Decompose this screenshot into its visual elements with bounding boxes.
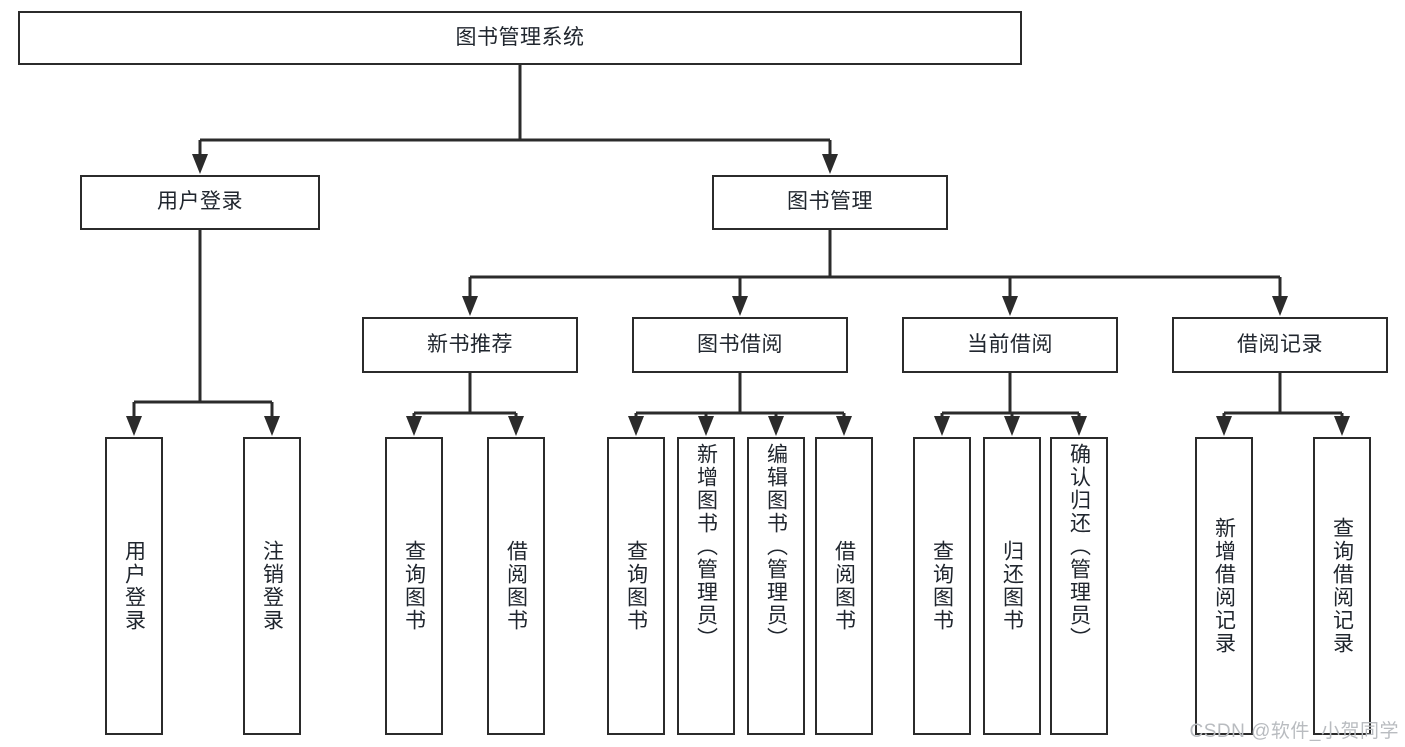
- node-book-borrow[interactable]: 图书借阅: [632, 317, 848, 373]
- node-leaf-borrow-book-recommend[interactable]: 借阅图书: [487, 437, 545, 735]
- node-leaf-return-book-label: 归还图书: [1000, 540, 1024, 632]
- node-leaf-query-book-recommend[interactable]: 查询图书: [385, 437, 443, 735]
- leaf-content: 借阅图书: [817, 439, 871, 733]
- node-leaf-confirm-return-admin[interactable]: 确认归还（管理员）: [1050, 437, 1108, 735]
- node-leaf-logout-label: 注销登录: [260, 540, 284, 632]
- node-leaf-query-borrow-record[interactable]: 查询借阅记录: [1313, 437, 1371, 735]
- leaf-content: 归还图书: [985, 439, 1039, 733]
- node-leaf-query-book-borrow[interactable]: 查询图书: [607, 437, 665, 735]
- node-leaf-edit-book-admin-label: 编辑图书（管理员）: [764, 443, 788, 650]
- node-user-login[interactable]: 用户登录: [80, 175, 320, 230]
- node-leaf-add-borrow-record[interactable]: 新增借阅记录: [1195, 437, 1253, 735]
- node-leaf-user-login-label: 用户登录: [122, 540, 146, 632]
- leaf-content: 借阅图书: [489, 439, 543, 733]
- node-current-borrow-label: 当前借阅: [967, 332, 1053, 356]
- node-leaf-add-book-admin[interactable]: 新增图书（管理员）: [677, 437, 735, 735]
- leaf-content: 确认归还（管理员）: [1052, 439, 1106, 733]
- leaf-content: 用户登录: [107, 439, 161, 733]
- node-leaf-add-borrow-record-label: 新增借阅记录: [1212, 517, 1236, 655]
- leaf-content: 注销登录: [245, 439, 299, 733]
- node-leaf-add-book-admin-label: 新增图书（管理员）: [694, 443, 718, 650]
- leaf-content: 编辑图书（管理员）: [749, 439, 803, 733]
- node-leaf-return-book[interactable]: 归还图书: [983, 437, 1041, 735]
- leaf-content: 查询图书: [387, 439, 441, 733]
- node-leaf-query-book-current[interactable]: 查询图书: [913, 437, 971, 735]
- node-current-borrow[interactable]: 当前借阅: [902, 317, 1118, 373]
- node-leaf-query-book-borrow-label: 查询图书: [624, 540, 648, 632]
- node-borrow-record-label: 借阅记录: [1237, 332, 1323, 356]
- node-user-login-label: 用户登录: [157, 190, 243, 214]
- csdn-watermark: CSDN @软件_小贺同学: [1189, 721, 1399, 742]
- node-leaf-borrow-book-borrow[interactable]: 借阅图书: [815, 437, 873, 735]
- node-root-system[interactable]: 图书管理系统: [18, 11, 1022, 65]
- leaf-content: 查询图书: [915, 439, 969, 733]
- node-leaf-edit-book-admin[interactable]: 编辑图书（管理员）: [747, 437, 805, 735]
- node-book-manage[interactable]: 图书管理: [712, 175, 948, 230]
- node-leaf-logout[interactable]: 注销登录: [243, 437, 301, 735]
- node-leaf-query-borrow-record-label: 查询借阅记录: [1330, 517, 1354, 655]
- leaf-content: 新增借阅记录: [1197, 439, 1251, 733]
- leaf-content: 查询借阅记录: [1315, 439, 1369, 733]
- node-leaf-confirm-return-admin-label: 确认归还（管理员）: [1067, 443, 1091, 650]
- leaf-content: 新增图书（管理员）: [679, 439, 733, 733]
- node-leaf-borrow-book-recommend-label: 借阅图书: [504, 540, 528, 632]
- node-leaf-query-book-current-label: 查询图书: [930, 540, 954, 632]
- node-borrow-record[interactable]: 借阅记录: [1172, 317, 1388, 373]
- node-root-label: 图书管理系统: [455, 25, 585, 49]
- node-new-book-recommend-label: 新书推荐: [427, 332, 513, 356]
- node-new-book-recommend[interactable]: 新书推荐: [362, 317, 578, 373]
- node-leaf-user-login[interactable]: 用户登录: [105, 437, 163, 735]
- node-leaf-query-book-recommend-label: 查询图书: [402, 540, 426, 632]
- node-book-borrow-label: 图书借阅: [697, 332, 783, 356]
- node-book-manage-label: 图书管理: [787, 190, 873, 214]
- node-leaf-borrow-book-borrow-label: 借阅图书: [832, 540, 856, 632]
- leaf-content: 查询图书: [609, 439, 663, 733]
